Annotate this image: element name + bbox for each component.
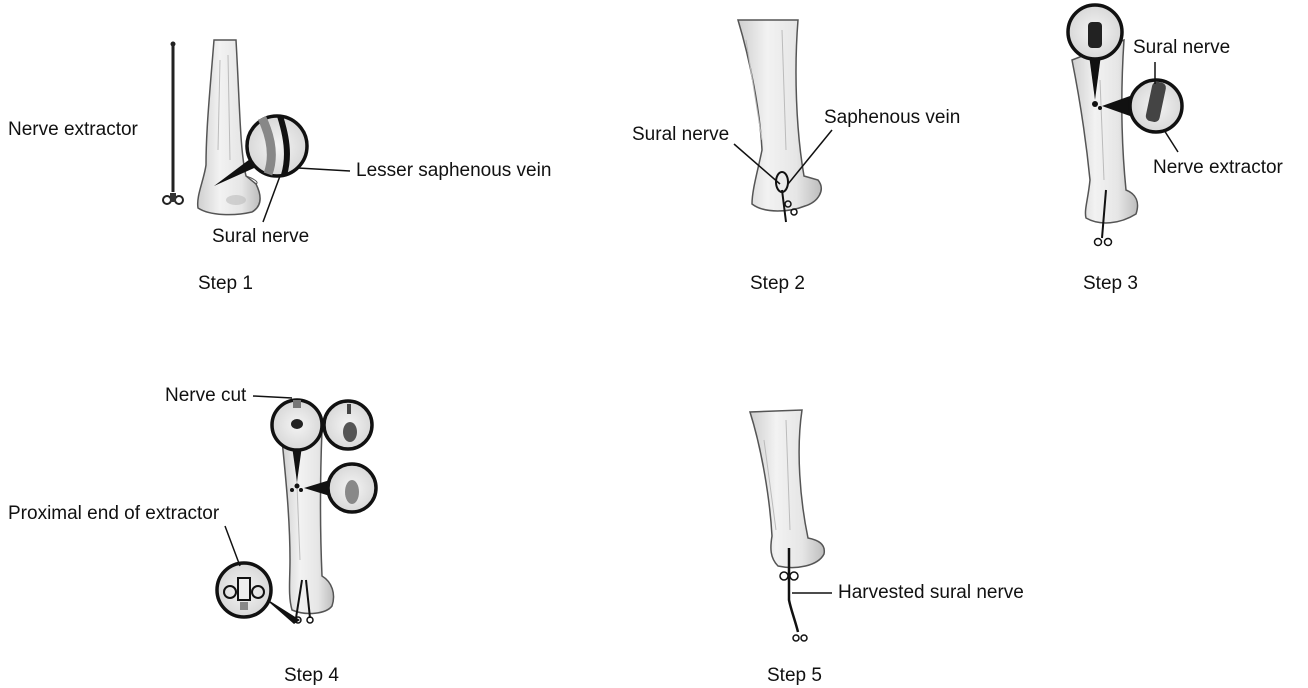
label-harvested-sural-nerve: Harvested sural nerve [838,582,1024,604]
step4-illustration [217,396,376,624]
step4-upper-right-magnifier-icon [324,401,372,449]
step5-leg-icon [750,410,824,568]
step1-extractor-instrument-icon [163,42,183,205]
label-sural-nerve-step2: Sural nerve [632,124,729,146]
step5-title: Step 5 [767,665,822,687]
step2-title: Step 2 [750,273,805,295]
step1-illustration [163,40,350,222]
label-nerve-extractor-step1: Nerve extractor [8,119,138,141]
step4-leg-icon [282,430,334,613]
step2-leg-icon [738,20,821,211]
label-sural-nerve-step3: Sural nerve [1133,37,1230,59]
label-proximal-end-of-extractor: Proximal end of extractor [8,503,219,525]
step4-title: Step 4 [284,665,339,687]
step5-illustration [750,410,832,641]
step2-illustration [734,20,832,222]
step3-title: Step 3 [1083,273,1138,295]
step4-proximal-magnifier-icon [217,563,300,624]
label-lesser-saphenous-vein: Lesser saphenous vein [356,160,551,182]
label-saphenous-vein: Saphenous vein [824,107,960,129]
step1-leg-icon [198,40,260,215]
label-sural-nerve-step1: Sural nerve [212,226,309,248]
step1-title: Step 1 [198,273,253,295]
label-nerve-extractor-step3: Nerve extractor [1153,157,1283,179]
label-nerve-cut: Nerve cut [165,385,246,407]
